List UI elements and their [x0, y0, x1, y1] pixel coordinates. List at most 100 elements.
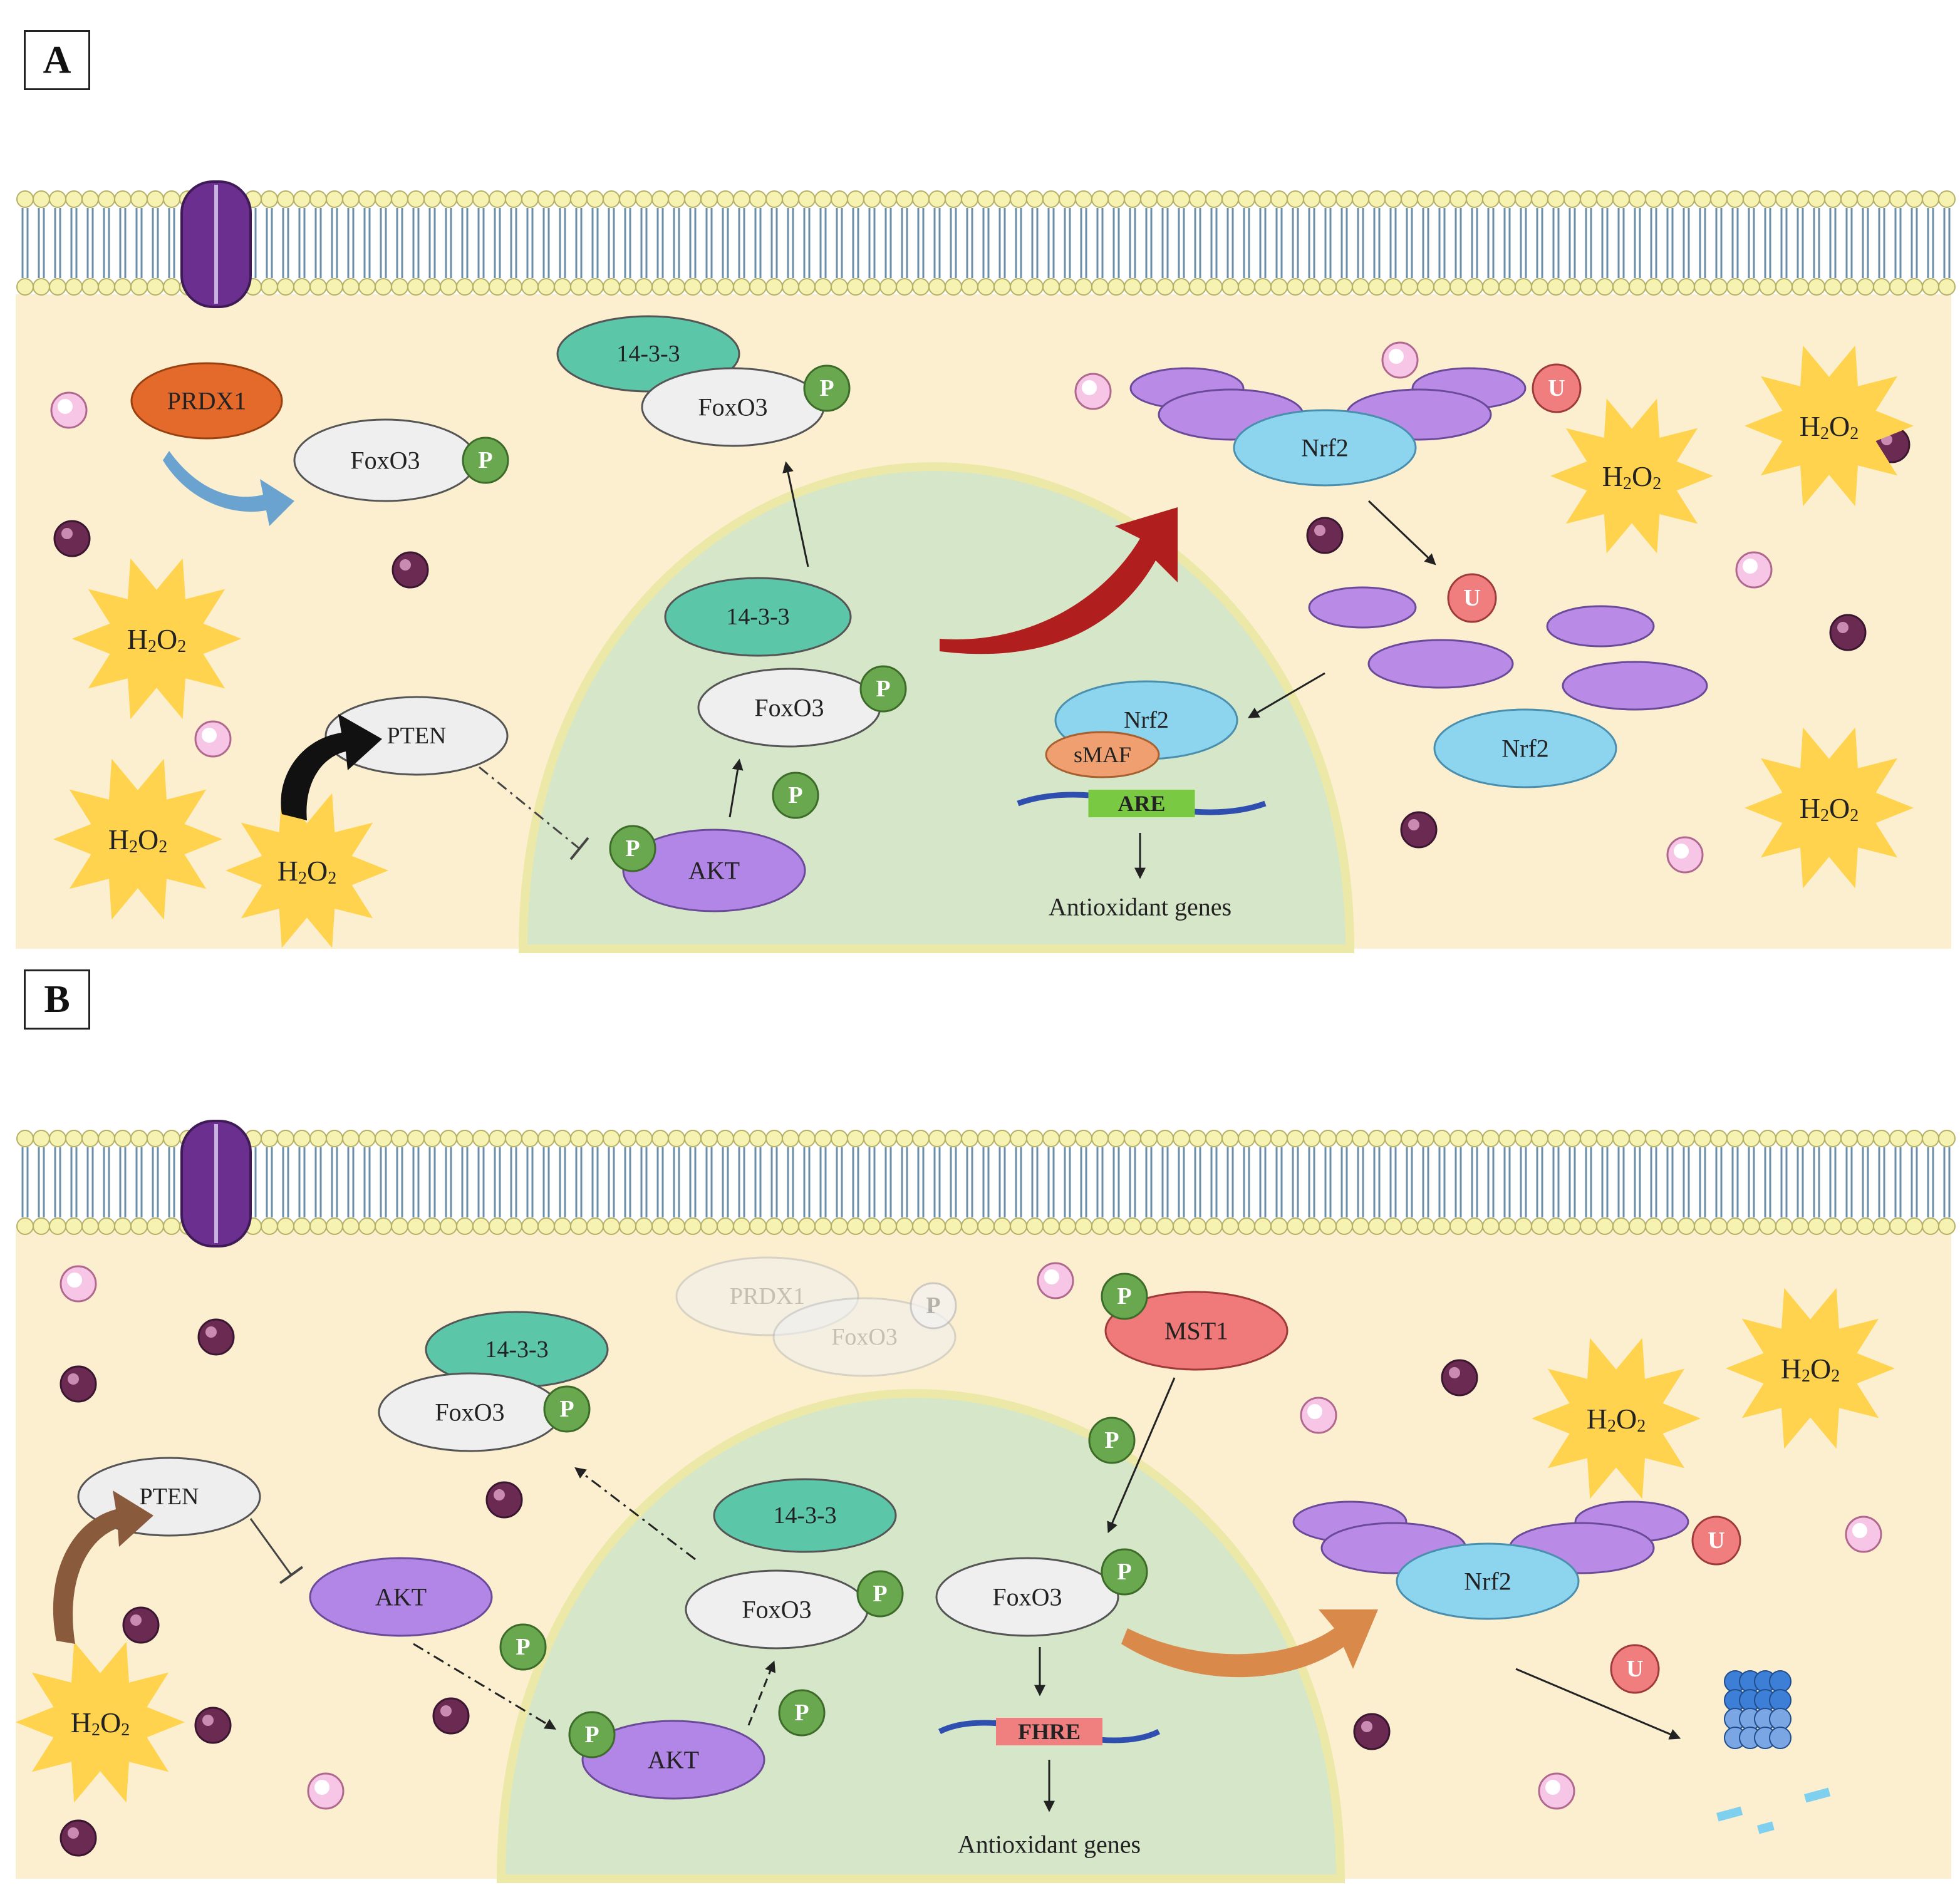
keap1-oval: [1308, 586, 1417, 629]
purple-sphere-icon: [53, 520, 91, 557]
cell-membrane-a: [16, 180, 1956, 308]
h2o2-label: H2O2: [1587, 1403, 1646, 1436]
akt-to-foxo3-arrow: [747, 1660, 776, 1726]
prdx1-protein-faded-label: PRDX1: [730, 1283, 805, 1309]
foxo3-protein: FoxO3: [697, 668, 881, 748]
mst1-protein-label: MST1: [1164, 1317, 1228, 1345]
akt-protein: AKT: [622, 829, 806, 912]
peptide-fragment: [1756, 1821, 1775, 1834]
blue-curved-arrow: [163, 451, 294, 526]
phospho-icon: P: [1101, 1548, 1148, 1596]
purple-sphere-icon: [60, 1365, 97, 1403]
phospho-icon-faded: P: [910, 1282, 957, 1330]
nrf2-label: Nrf2: [1301, 434, 1349, 462]
protein-14-3-3: 14-3-3: [664, 577, 852, 657]
degradation-arrow: [1367, 500, 1436, 566]
foxo3-protein: FoxO3: [685, 1569, 869, 1650]
foxo3-protein-faded-label: FoxO3: [831, 1324, 898, 1350]
phospho-label: P: [819, 375, 834, 401]
inhibition-bar: [279, 1566, 304, 1584]
h2o2-label: H2O2: [277, 855, 336, 888]
pink-ros-sphere-icon: [307, 1772, 345, 1810]
nrf2-protein: Nrf2: [1433, 708, 1617, 788]
foxo3-protein-label: FoxO3: [742, 1596, 811, 1624]
foxo3-protein: FoxO3: [378, 1372, 562, 1452]
protein-14-3-3-label: 14-3-3: [773, 1502, 836, 1529]
purple-sphere-icon: [122, 1606, 160, 1644]
brown-curved-arrow: [53, 1490, 153, 1644]
export-arrow: [574, 1467, 696, 1561]
panel-label-b: B: [24, 969, 90, 1030]
akt-protein-label: AKT: [648, 1746, 699, 1774]
h2o2-label: H2O2: [1781, 1353, 1840, 1386]
foxo3-protein: FoxO3: [293, 418, 477, 502]
phospho-icon: P: [859, 665, 907, 713]
antioxidant-genes-label-b: Antioxidant genes: [958, 1831, 1141, 1859]
h2o2-star-a6: H2O2: [1745, 727, 1914, 889]
panel-label-a: A: [24, 30, 90, 90]
fhre-element: FHRE: [938, 1718, 1161, 1745]
foxo3-protein-label: FoxO3: [992, 1583, 1062, 1611]
keap1-oval: [1562, 661, 1708, 711]
h2o2-star-a3: H2O2: [226, 793, 388, 948]
phospho-label: P: [788, 782, 802, 808]
pten-protein: PTEN: [324, 696, 509, 776]
purple-sphere-icon: [391, 551, 429, 589]
phospho-icon: P: [499, 1623, 547, 1671]
protein-14-3-3-label: 14-3-3: [726, 604, 789, 630]
ubiquitin-label: U: [1548, 375, 1565, 401]
h2o2-star-b2: H2O2: [1726, 1288, 1895, 1449]
foxo3-protein-label: FoxO3: [350, 447, 420, 475]
foxo3-protein: FoxO3: [641, 367, 825, 447]
phospho-label: P: [926, 1293, 940, 1319]
protein-14-3-3-label: 14-3-3: [616, 341, 680, 367]
pten-protein-label: PTEN: [140, 1484, 199, 1510]
antioxidant-genes-label-a: Antioxidant genes: [1049, 893, 1231, 921]
are-element: ARE: [1017, 790, 1267, 817]
pink-ros-sphere-icon: [1037, 1262, 1074, 1299]
foxo3-protein-label: FoxO3: [698, 393, 767, 421]
phospho-label: P: [794, 1700, 809, 1726]
membrane-channel-icon: [180, 180, 252, 308]
nrf2-protein-label: Nrf2: [1501, 735, 1549, 763]
phospho-label: P: [559, 1396, 574, 1422]
pink-ros-sphere-icon: [1735, 551, 1773, 589]
phospho-label: P: [478, 447, 492, 473]
akt-protein-label: AKT: [688, 857, 740, 885]
keap1-oval: [1367, 639, 1514, 689]
ubiquitin-icon: U: [1532, 363, 1582, 413]
nrf2-import-arrow: [1247, 672, 1325, 718]
inhibition-line: [249, 1518, 293, 1576]
red-translocation-arrow: [940, 507, 1178, 654]
purple-sphere-icon: [485, 1481, 523, 1519]
phospho-icon: P: [778, 1689, 826, 1737]
membrane-channel-icon: [180, 1120, 252, 1247]
purple-sphere-icon: [1353, 1713, 1391, 1750]
pink-ros-sphere-icon: [1300, 1397, 1337, 1434]
ubiquitin-label: U: [1626, 1656, 1643, 1682]
prdx1-protein-label: PRDX1: [167, 387, 247, 415]
pink-ros-sphere-icon: [1845, 1516, 1882, 1553]
pink-ros-sphere-icon: [1538, 1772, 1575, 1810]
foxo3-protein: FoxO3: [935, 1557, 1119, 1637]
akt-to-foxo3-arrow: [729, 758, 744, 818]
pink-ros-sphere-icon: [60, 1265, 97, 1303]
keap1-nrf2-complex-a: Nrf2: [1129, 367, 1527, 487]
h2o2-star-a5: H2O2: [1745, 345, 1914, 507]
akt-protein: AKT: [581, 1720, 765, 1800]
degradation-arrow: [1515, 1668, 1681, 1740]
orange-translocation-arrow: [1121, 1609, 1378, 1678]
h2o2-star-a4: H2O2: [1550, 398, 1713, 554]
protein-14-3-3: 14-3-3: [713, 1478, 897, 1553]
peptide-fragment: [1716, 1806, 1743, 1822]
h2o2-star-b3: H2O2: [16, 1641, 185, 1803]
ubiquitin-label: U: [1463, 585, 1480, 611]
purple-sphere-icon: [1400, 811, 1438, 849]
phospho-icon: P: [772, 772, 819, 819]
foxo3-protein-label: FoxO3: [754, 694, 824, 722]
purple-sphere-icon: [1441, 1359, 1478, 1397]
inhibition-bar: [569, 837, 589, 860]
ubiquitin-icon: U: [1691, 1516, 1741, 1566]
smaf-protein: sMAF: [1045, 731, 1160, 778]
